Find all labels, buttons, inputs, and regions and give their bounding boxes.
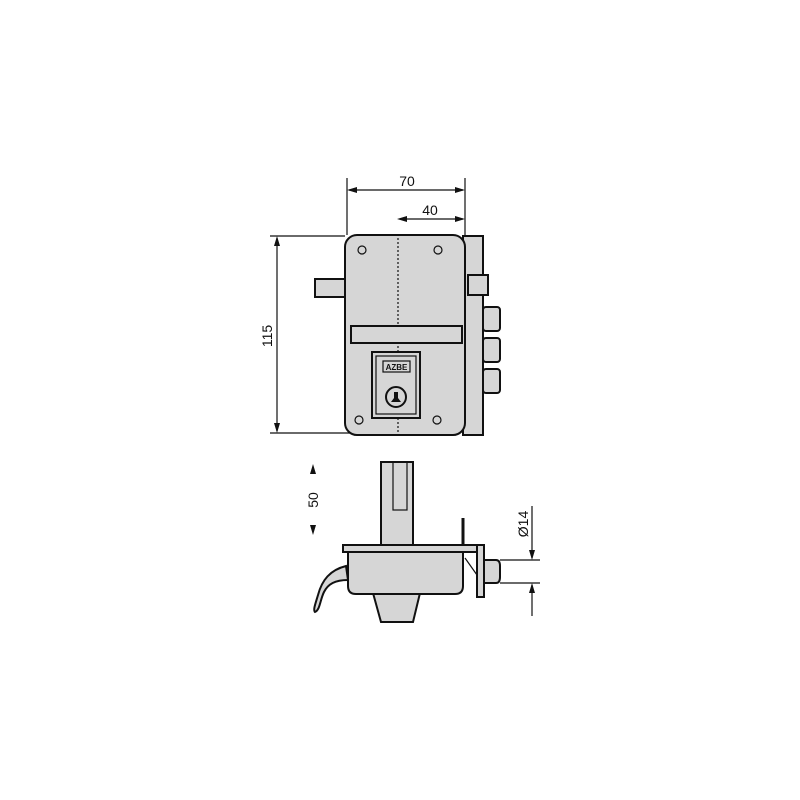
handle [313, 564, 350, 614]
side-top-plate [342, 544, 478, 553]
spindle-slot [392, 461, 408, 511]
screw-icon [432, 415, 442, 425]
logo: AZBE [386, 363, 408, 372]
side-bolt [483, 559, 501, 584]
arrow-icon [529, 550, 535, 593]
dead-bolt-2 [482, 337, 501, 363]
dead-bolt-1 [482, 306, 501, 332]
screw-icon [433, 245, 443, 255]
spindle-length-dimension: 50 [305, 492, 321, 508]
left-bolt-stub [314, 278, 348, 298]
side-view [313, 461, 501, 623]
logo-box [382, 360, 411, 373]
cylinder-bottom [371, 592, 422, 623]
screw-icon [357, 245, 367, 255]
screw-icon [354, 415, 364, 425]
bolt-diameter-dimension: Ø14 [515, 511, 531, 538]
front-view: AZBE [314, 234, 501, 436]
side-dimensions: 50 Ø14 [305, 464, 540, 616]
key-plate-inner [375, 355, 417, 415]
keyhole-icon [391, 392, 401, 402]
spindle [380, 461, 414, 547]
front-dimensions: 70 40 115 [259, 173, 466, 434]
latch-top [467, 274, 489, 296]
bolt-offset-dimension: 40 [422, 202, 438, 218]
height-dimension: 115 [259, 325, 275, 348]
key-plate [371, 351, 421, 419]
side-body [347, 551, 464, 595]
body-slot [350, 325, 463, 344]
side-fore-plate [476, 544, 485, 598]
dead-bolt-3 [482, 368, 501, 394]
width-dimension: 70 [399, 173, 415, 189]
